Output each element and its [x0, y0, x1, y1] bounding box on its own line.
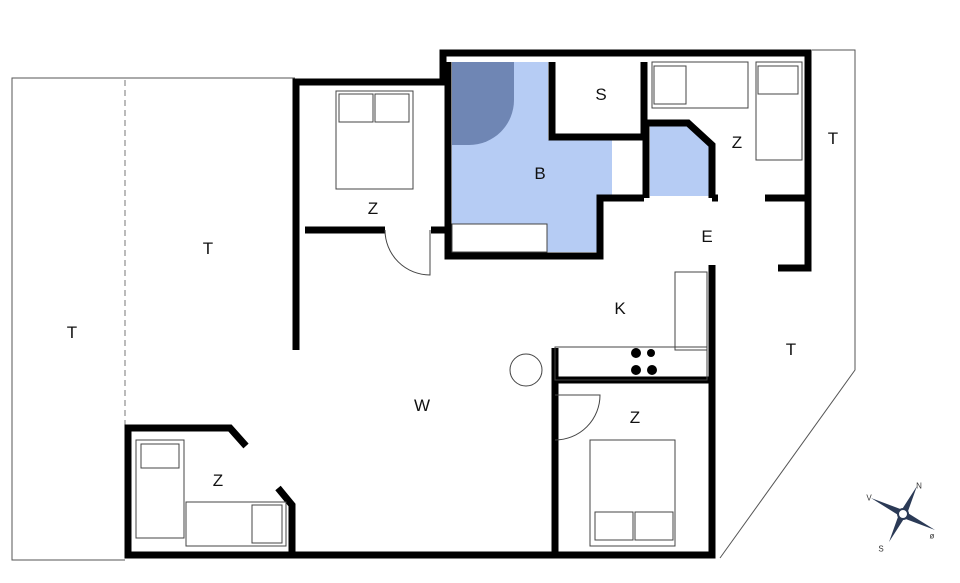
room-label: T: [202, 239, 214, 258]
room-label: Z: [212, 471, 224, 490]
compass-icon: [871, 486, 935, 542]
room-label: T: [785, 340, 797, 359]
compass-o: ø: [929, 531, 935, 541]
room-label: W: [413, 396, 431, 415]
terrace-right-outline: [719, 49, 856, 559]
compass-v: V: [866, 493, 872, 503]
room-label: E: [701, 227, 713, 246]
room-label: T: [66, 323, 78, 342]
room-label: Z: [731, 133, 743, 152]
compass-s: S: [878, 544, 884, 554]
wc-floor: [650, 120, 710, 196]
room-label: Z: [367, 199, 379, 218]
walls: [124, 49, 812, 559]
room-label: K: [614, 299, 626, 318]
shower: [452, 62, 514, 145]
room-label: S: [595, 85, 607, 104]
compass-n: N: [916, 481, 922, 491]
terrace-outline: [11, 77, 295, 561]
room-label: Z: [629, 408, 641, 427]
room-label: T: [827, 129, 839, 148]
room-label: B: [534, 164, 546, 183]
